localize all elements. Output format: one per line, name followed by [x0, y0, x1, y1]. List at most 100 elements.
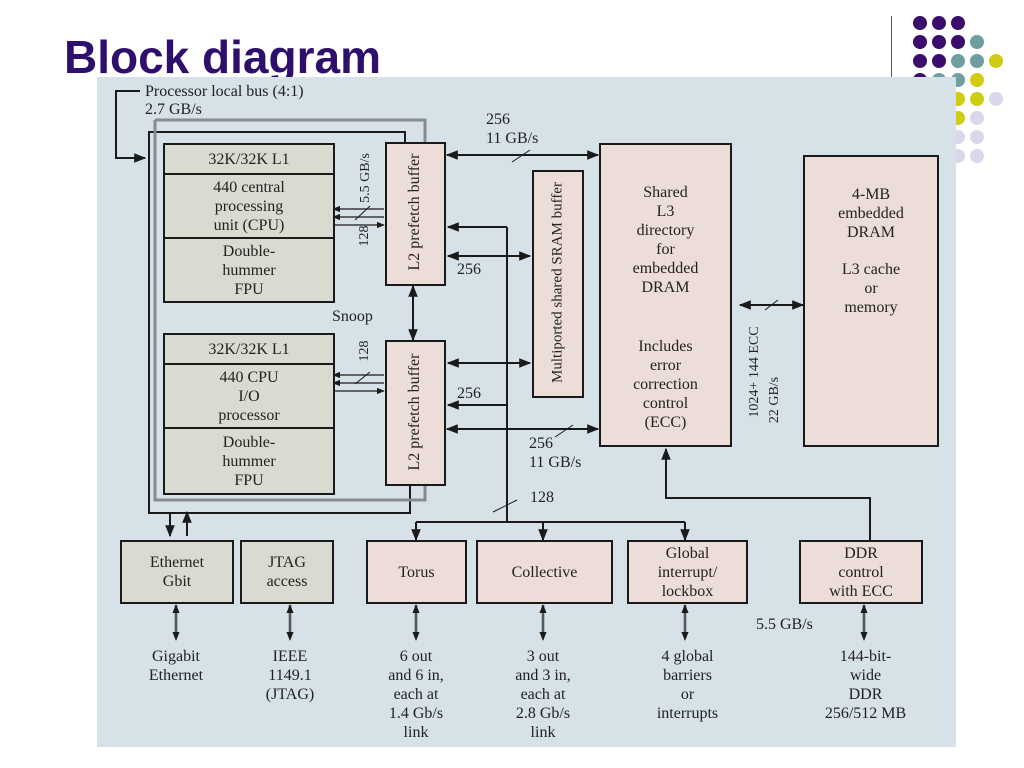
cpu-fpu: Double- hummer FPU	[165, 237, 333, 301]
device-label: control	[838, 563, 884, 581]
l3-line: directory	[636, 222, 695, 239]
ext-line: or	[680, 686, 695, 703]
device-label: JTAG	[268, 554, 306, 571]
ext-line: 4 global	[661, 648, 714, 665]
device-collective[interactable]: Collective	[476, 540, 613, 604]
embedded-dram[interactable]: 4-MB embedded DRAM L3 cache or memory	[803, 155, 939, 447]
decorative-dot	[913, 16, 927, 30]
decorative-dot	[970, 35, 984, 49]
ext-global-interrupt: 4 global barriers or interrupts	[630, 647, 745, 723]
ext-line: link	[403, 724, 429, 741]
device-global-interrupt[interactable]: Global interrupt/ lockbox	[627, 540, 748, 604]
edram-line: memory	[844, 299, 898, 316]
device-torus[interactable]: Torus	[366, 540, 467, 604]
device-label: Torus	[398, 563, 435, 581]
l3-line: error	[649, 357, 682, 374]
decorative-dot	[989, 92, 1003, 106]
l3-line: for	[656, 241, 675, 258]
ext-line: 2.8 Gb/s	[515, 705, 571, 722]
fpu-line: hummer	[222, 261, 276, 279]
mid-link-width-bottom: 256	[457, 385, 481, 402]
l3-line: correction	[633, 376, 698, 393]
io-line: processor	[218, 406, 280, 424]
decorative-dot	[989, 54, 1003, 68]
bottom-link-bandwidth: 11 GB/s	[529, 454, 582, 471]
device-ethernet[interactable]: Ethernet Gbit	[120, 540, 234, 604]
sram-buffer[interactable]	[532, 170, 584, 398]
io-link-width: 128	[357, 340, 372, 362]
cpu-line: unit (CPU)	[213, 216, 285, 234]
io-block[interactable]: 32K/32K L1 440 CPU I/O processor Double-…	[163, 333, 335, 495]
cpu-block[interactable]: 32K/32K L1 440 central processing unit (…	[163, 143, 335, 303]
ext-line: each at	[393, 686, 439, 703]
ext-jtag: IEEE 1149.1 (JTAG)	[240, 647, 340, 704]
mid-link-width-top: 256	[457, 261, 481, 278]
plb-bus-line	[115, 90, 147, 163]
l3-line: Includes	[638, 338, 693, 355]
ext-ddr: 144-bit- wide DDR 256/512 MB	[793, 647, 938, 723]
snoop-label: Snoop	[332, 308, 373, 325]
device-label: Gbit	[162, 573, 192, 590]
fpu-line: FPU	[234, 471, 264, 489]
plb-label: Processor local bus (4:1)	[145, 83, 304, 100]
device-bus-width: 128	[530, 489, 554, 506]
cpu-l1-cache: 32K/32K L1	[208, 150, 290, 168]
ext-line: 1.4 Gb/s	[388, 705, 444, 722]
ext-line: and 6 in,	[388, 667, 444, 684]
edram-line: or	[864, 280, 878, 297]
ext-line: 256/512 MB	[824, 705, 907, 722]
decorative-dot	[951, 35, 965, 49]
ext-line: interrupts	[656, 705, 719, 722]
device-label: DDR	[844, 544, 878, 562]
decorative-dot	[913, 54, 927, 68]
decorative-dot	[970, 73, 984, 87]
cpu-link-width: 128	[357, 225, 372, 247]
device-label: with ECC	[829, 582, 893, 600]
edram-line: DRAM	[846, 224, 895, 241]
device-ddr-control[interactable]: DDR control with ECC	[799, 540, 923, 604]
device-label: Collective	[511, 563, 578, 581]
decorative-dot	[932, 54, 946, 68]
decorative-dot	[970, 111, 984, 125]
title-divider	[891, 16, 892, 78]
l3-line: DRAM	[641, 279, 690, 296]
ext-line: 3 out	[526, 648, 560, 665]
sram-label: Multiported shared SRAM buffer	[549, 182, 566, 383]
l3-line: embedded	[632, 260, 699, 277]
outer-bus-top	[148, 131, 406, 152]
edram-line: L3 cache	[841, 261, 901, 278]
decorative-dot	[932, 35, 946, 49]
cpu-line: 440 central	[213, 178, 285, 196]
edram-link-bandwidth: 22 GB/s	[767, 376, 782, 424]
ext-line: (JTAG)	[265, 686, 315, 703]
decorative-dot	[913, 35, 927, 49]
decorative-dot	[951, 16, 965, 30]
device-label: Global	[665, 544, 710, 562]
decorative-dot	[970, 54, 984, 68]
device-label: Ethernet	[149, 554, 205, 571]
l2-top-label: L2 prefetch buffer	[406, 153, 423, 271]
fpu-line: Double-	[222, 242, 276, 260]
cpu-line: processing	[214, 197, 284, 215]
l2-prefetch-buffer-top[interactable]	[385, 142, 446, 286]
edram-line: embedded	[838, 205, 904, 222]
l2-prefetch-buffer-bottom[interactable]	[385, 340, 446, 486]
decorative-dot	[970, 92, 984, 106]
ext-line: Gigabit	[152, 648, 200, 665]
fpu-line: hummer	[222, 452, 276, 470]
decorative-dot	[951, 54, 965, 68]
l3-directory[interactable]: Shared L3 directory for embedded DRAM In…	[599, 143, 732, 447]
io-fpu: Double- hummer FPU	[165, 427, 333, 493]
io-l1-cache: 32K/32K L1	[208, 340, 290, 358]
ext-line: wide	[849, 667, 882, 684]
l3-line: Shared	[643, 184, 688, 201]
ext-collective: 3 out and 3 in, each at 2.8 Gb/s link	[488, 647, 598, 742]
l2-bottom-label: L2 prefetch buffer	[406, 353, 423, 471]
ext-ethernet: Gigabit Ethernet	[116, 647, 236, 685]
device-jtag[interactable]: JTAG access	[240, 540, 334, 604]
ext-line: IEEE	[272, 648, 308, 665]
ext-line: link	[530, 724, 556, 741]
l3-line: L3	[656, 203, 675, 220]
io-line: I/O	[238, 387, 260, 405]
